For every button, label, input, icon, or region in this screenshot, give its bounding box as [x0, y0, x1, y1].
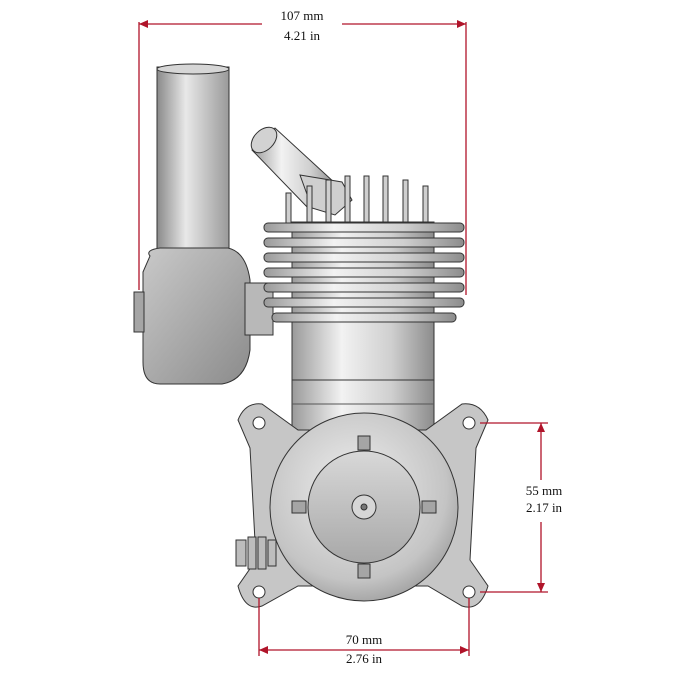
- top-dimension-mm: 107 mm: [281, 8, 324, 23]
- dimension-labels: 107 mm 4.21 in 55 mm 2.17 in 70 mm 2.76 …: [281, 8, 563, 666]
- bottom-dimension-mm: 70 mm: [346, 632, 382, 647]
- right-dimension-in: 2.17 in: [526, 500, 563, 515]
- top-dimension-in: 4.21 in: [284, 28, 321, 43]
- right-dimension: [480, 422, 548, 593]
- bottom-dimension-in: 2.76 in: [346, 651, 383, 666]
- cover-tabs: [291, 435, 437, 579]
- muffler: [133, 247, 274, 385]
- right-dimension-mm: 55 mm: [526, 483, 562, 498]
- cylinder-cooling-fins: [263, 222, 465, 323]
- top-dimension: [138, 20, 467, 295]
- bottom-dimension: [258, 598, 470, 656]
- engine-illustration: [133, 63, 489, 608]
- exhaust-pipe: [156, 63, 230, 258]
- spark-plug-boot: [250, 126, 353, 216]
- starter-spring: [235, 536, 277, 570]
- dimension-lines: [138, 20, 548, 656]
